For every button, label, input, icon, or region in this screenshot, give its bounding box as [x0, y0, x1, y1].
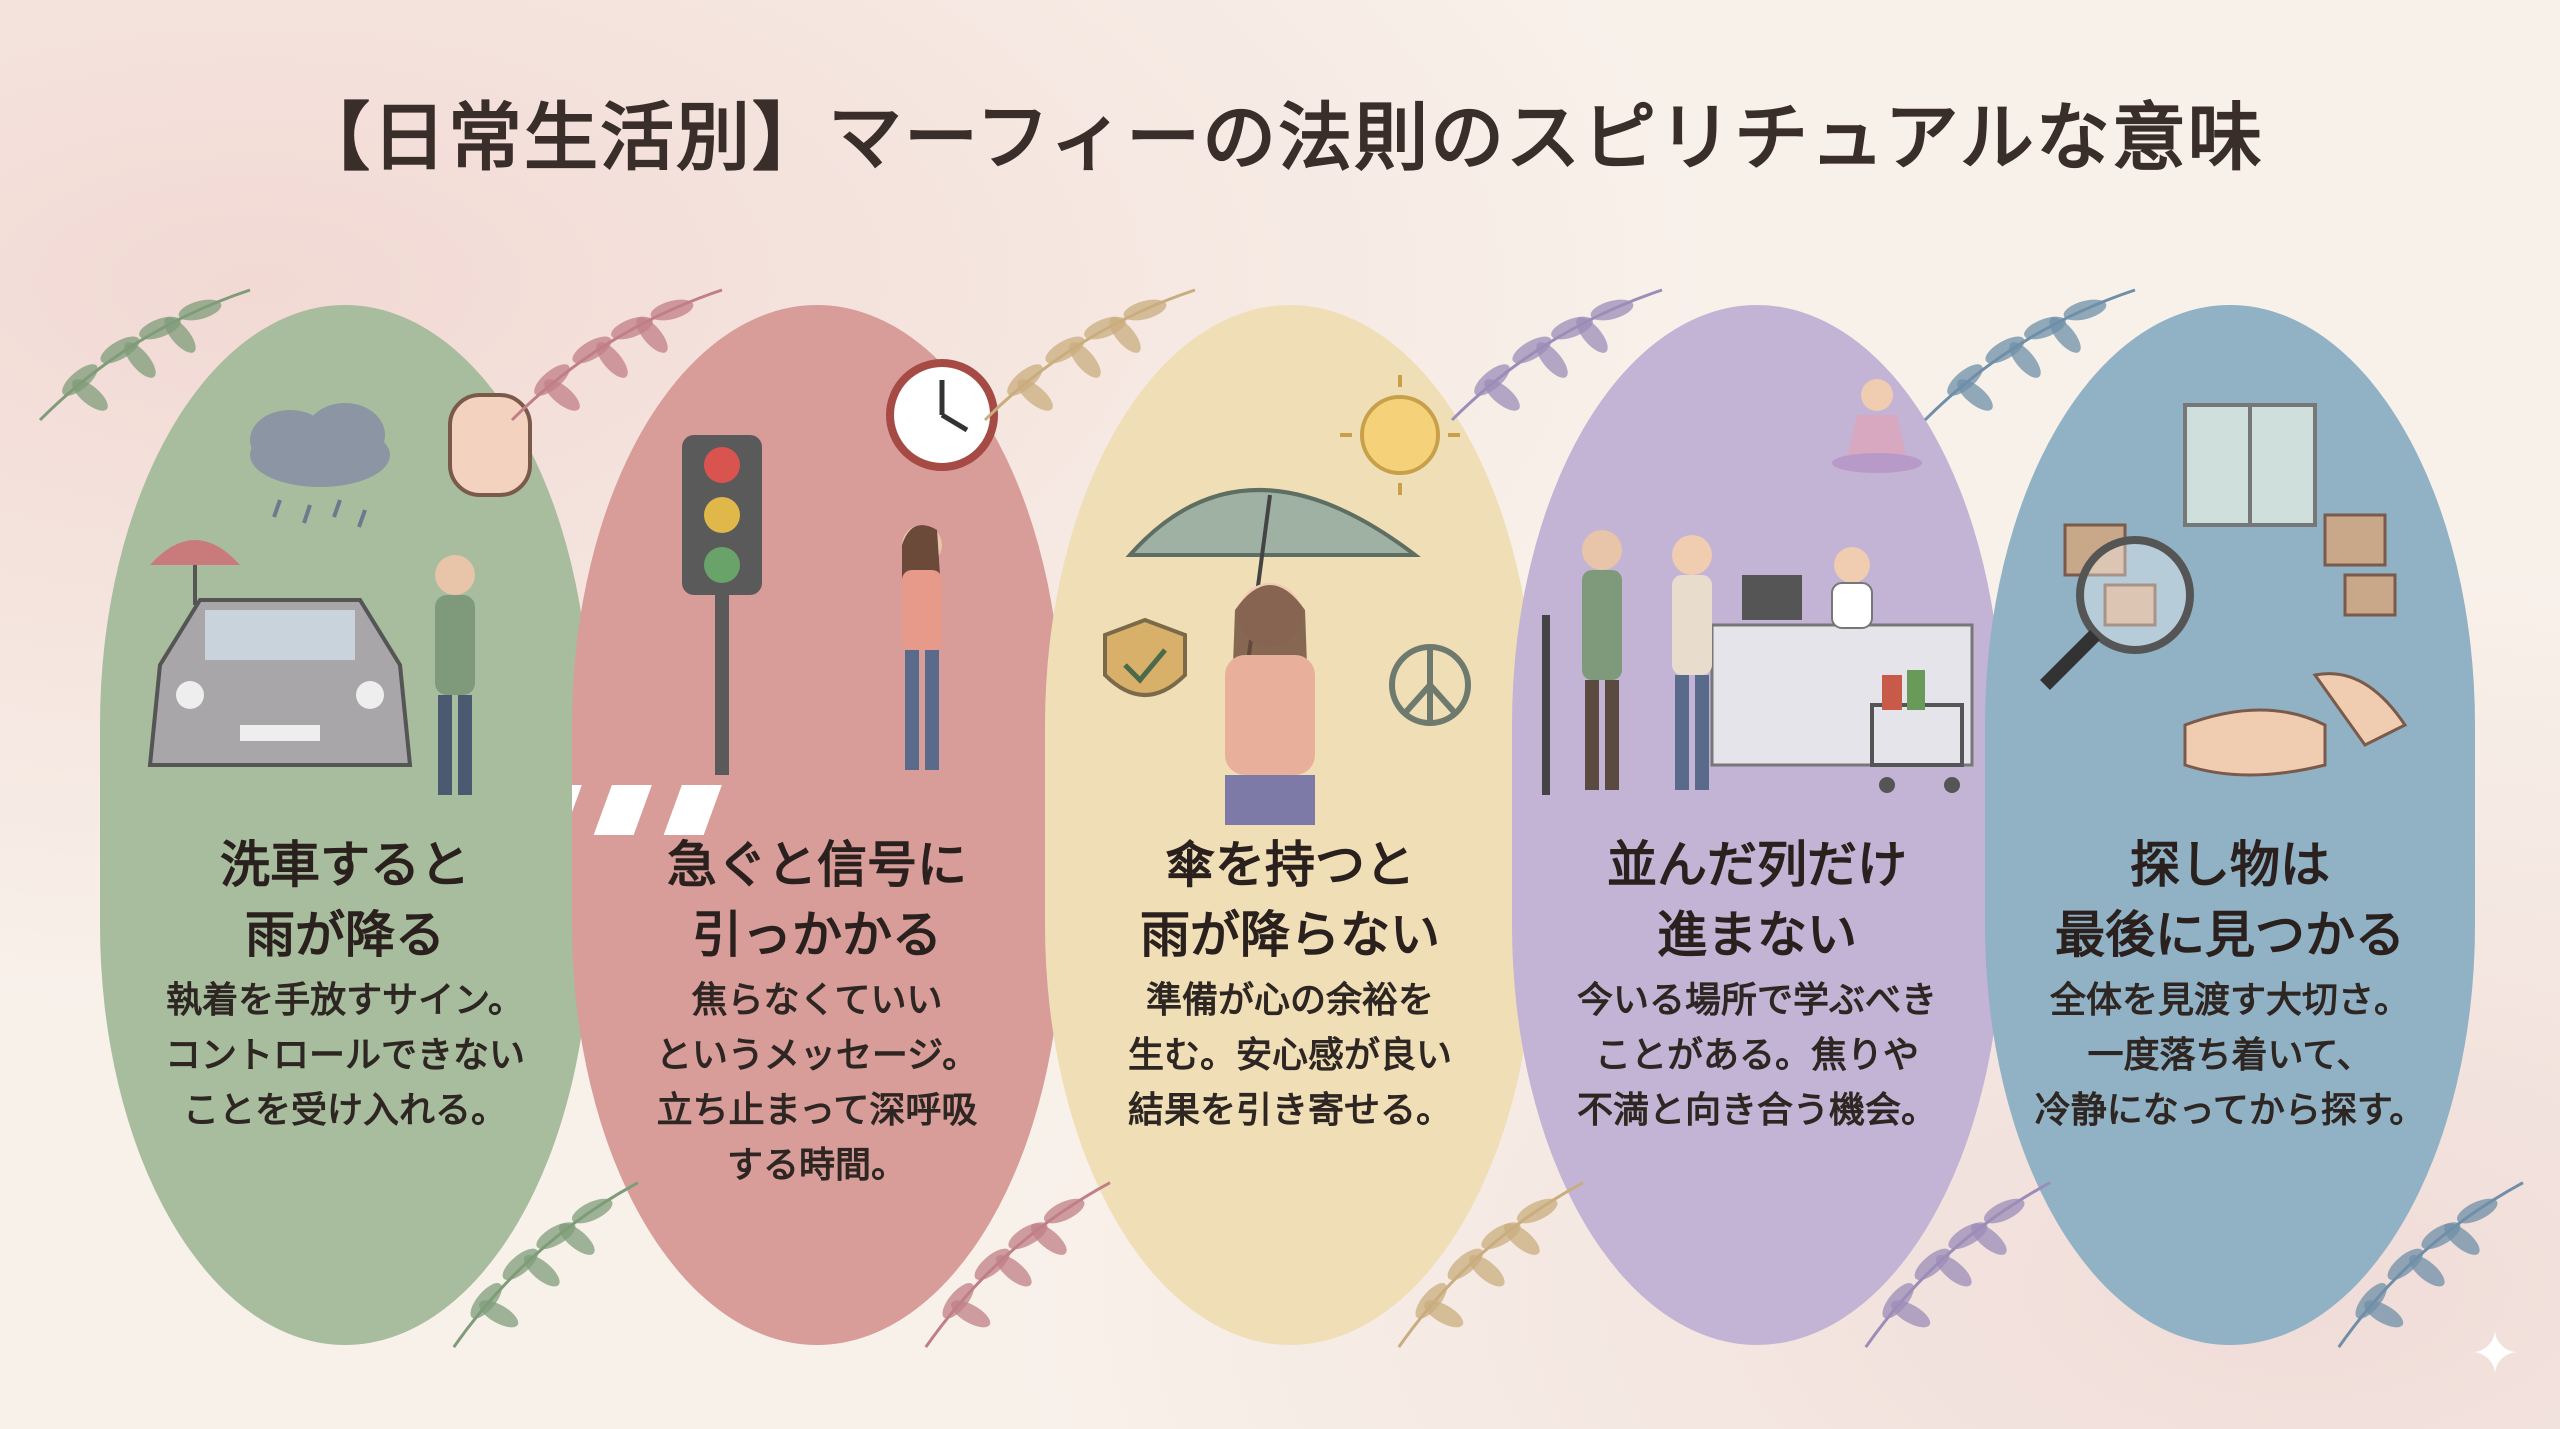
rain-cloud-icon	[250, 403, 390, 528]
stop-hand-icon	[448, 393, 532, 497]
room-window-icon	[2183, 403, 2317, 527]
meditating-person-icon	[1832, 379, 1922, 473]
card-description: 準備が心の余裕を生む。安心感が良い結果を引き寄せる。	[1127, 980, 1452, 1131]
card-traffic-light: 急ぐと信号に引っかかる 焦らなくていいというメッセージ。立ち止まって深呼吸する時…	[572, 305, 1062, 1345]
woman-in-line-icon	[1672, 535, 1712, 790]
card-heading: 急ぐと信号に引っかかる	[667, 836, 967, 964]
sparkle-icon: ✦	[2469, 1319, 2520, 1389]
card-heading: 探し物は最後に見つかる	[2055, 836, 2405, 964]
card-description: 今いる場所で学ぶべきことがある。焦りや不満と向き合う機会。	[1576, 980, 1937, 1131]
car-icon	[147, 598, 413, 767]
umbrella-icon	[150, 540, 240, 605]
clutter-boxes-icon	[2063, 513, 2397, 627]
cashier-icon	[1831, 547, 1873, 629]
queue-stanchion-icon	[1542, 615, 1550, 795]
card-heading: 傘を持つと雨が降らない	[1140, 836, 1440, 964]
shield-check-icon	[1103, 617, 1187, 697]
umbrella-illustration	[1103, 375, 1471, 825]
person-icon	[435, 555, 475, 795]
traffic-light-icon	[682, 435, 762, 775]
clock-icon	[886, 359, 998, 471]
crosswalk-icon	[572, 785, 722, 835]
hands-icon	[2183, 672, 2408, 777]
peace-sign-icon	[1389, 644, 1471, 726]
card-description: 全体を見渡す大切さ。一度落ち着いて、冷静になってから探す。	[2034, 980, 2426, 1131]
checkout-counter-icon	[1710, 575, 1974, 767]
card-heading: 並んだ列だけ進まない	[1607, 836, 1907, 964]
page-title: 【日常生活別】マーフィーの法則のスピリチュアルな意味	[296, 95, 2264, 181]
man-in-line-icon	[1582, 530, 1622, 790]
card-heading: 洗車すると雨が降る	[220, 836, 470, 964]
card-umbrella: 傘を持つと雨が降らない 準備が心の余裕を生む。安心感が良い結果を引き寄せる。	[1045, 305, 1535, 1345]
card-description: 焦らなくていいというメッセージ。立ち止まって深呼吸する時間。	[655, 980, 979, 1186]
searching-room-illustration	[2040, 403, 2408, 777]
card-queue: 並んだ列だけ進まない 今いる場所で学ぶべきことがある。焦りや不満と向き合う機会。	[1512, 305, 2002, 1345]
magnifying-glass-icon	[2040, 536, 2194, 690]
traffic-light-illustration	[572, 359, 998, 835]
card-description: 執着を手放すサイン。コントロールできないことを受け入れる。	[164, 980, 525, 1131]
checkout-line-illustration	[1542, 379, 1974, 795]
walking-woman-icon	[902, 525, 942, 770]
car-wash-illustration	[147, 393, 532, 795]
woman-icon	[1225, 583, 1315, 825]
card-car-wash: 洗車すると雨が降る 執着を手放すサイン。コントロールできないことを受け入れる。	[100, 305, 590, 1345]
sun-icon	[1340, 375, 1460, 495]
card-lost-item: 探し物は最後に見つかる 全体を見渡す大切さ。一度落ち着いて、冷静になってから探す…	[1985, 305, 2475, 1345]
shopping-cart-icon	[1870, 670, 1964, 793]
